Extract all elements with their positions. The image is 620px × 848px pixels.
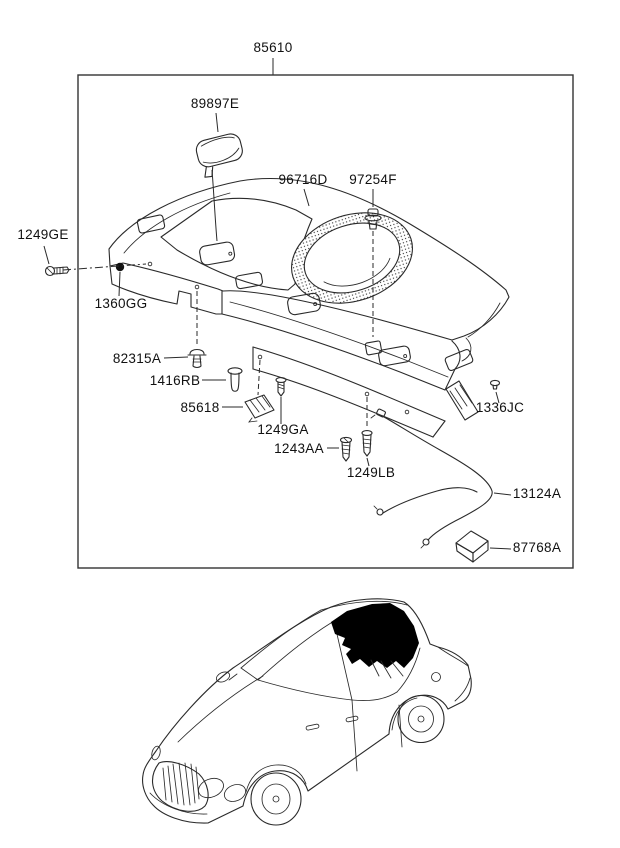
pin-icon-1416rb bbox=[227, 367, 243, 392]
door-handle bbox=[345, 715, 359, 723]
part-label-85610: 85610 bbox=[253, 40, 292, 55]
part-label-1249ga: 1249GA bbox=[257, 422, 308, 437]
part-label-87768a: 87768A bbox=[513, 540, 561, 555]
clip-icon-82315a bbox=[187, 348, 207, 369]
speaker-grille bbox=[291, 212, 413, 304]
part-label-1360gg: 1360GG bbox=[95, 296, 148, 311]
part-label-1243aa: 1243AA bbox=[274, 441, 324, 456]
rear-wheel bbox=[397, 694, 445, 744]
part-label-96716d: 96716D bbox=[278, 172, 327, 187]
grommet-icon-1360gg bbox=[115, 262, 125, 272]
package-tray-assembly bbox=[108, 178, 510, 438]
harness-13124a bbox=[370, 408, 493, 549]
screw-icon-1249ge bbox=[44, 265, 70, 277]
box-icon-87768a bbox=[455, 530, 489, 563]
part-label-1416rb: 1416RB bbox=[150, 373, 201, 388]
part-label-85618: 85618 bbox=[180, 400, 219, 415]
part-label-1336jc: 1336JC bbox=[476, 400, 524, 415]
headlight bbox=[223, 784, 247, 802]
clip-icon-97254f bbox=[364, 208, 382, 230]
sill-hatch bbox=[445, 380, 479, 421]
headlight bbox=[198, 777, 224, 799]
part-label-1249ge: 1249GE bbox=[17, 227, 68, 242]
rear-shelf-highlight bbox=[331, 603, 419, 668]
part-label-1249lb: 1249LB bbox=[347, 465, 395, 480]
front-wheel bbox=[250, 772, 302, 826]
anchor-cover-cutout bbox=[199, 241, 236, 266]
front-grille bbox=[152, 761, 209, 812]
clip-icon-1336jc bbox=[489, 379, 501, 390]
leader-lines bbox=[43, 188, 512, 550]
fuel-door bbox=[431, 672, 441, 682]
diagram-border bbox=[77, 74, 574, 569]
part-label-13124a: 13124A bbox=[513, 486, 561, 501]
vehicle-illustration bbox=[142, 598, 472, 826]
part-label-97254f: 97254F bbox=[349, 172, 397, 187]
part-label-89897e: 89897E bbox=[191, 96, 239, 111]
bracket-icon-85618 bbox=[244, 394, 275, 423]
side-mirror bbox=[215, 671, 231, 683]
part-89897e-cover-icon bbox=[195, 112, 243, 242]
screw-icon-1243aa bbox=[339, 436, 353, 462]
part-label-82315a: 82315A bbox=[113, 351, 161, 366]
screw-icon-1249ga bbox=[275, 377, 287, 397]
door-handle bbox=[305, 723, 320, 731]
screw-icon-1249lb bbox=[361, 430, 373, 457]
